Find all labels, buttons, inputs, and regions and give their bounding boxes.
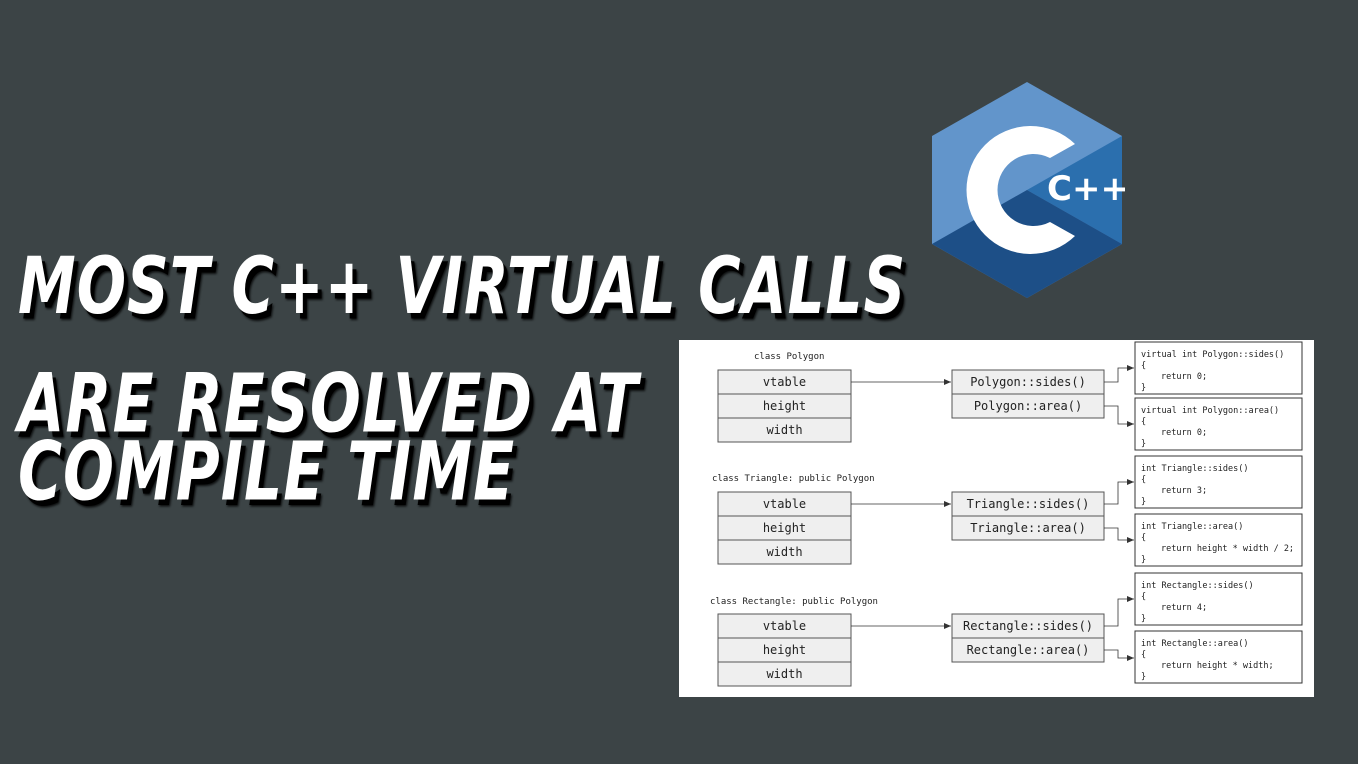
logo-c-letter [966, 126, 1075, 254]
vtable-diagram-svg: class Polygon vtable height width Polygo… [710, 341, 1303, 687]
vtable-diagram: class Polygon vtable height width Polygo… [679, 340, 1314, 697]
impl-arrow [1104, 405, 1134, 427]
impl-close: } [1141, 383, 1146, 393]
impl-open: { [1141, 417, 1146, 427]
impl-close: } [1141, 555, 1146, 565]
impl-body: return 0; [1161, 428, 1207, 438]
impl-sig: virtual int Polygon::sides() [1141, 350, 1284, 360]
class-title: class Triangle: public Polygon [712, 474, 875, 484]
impl-open: { [1141, 475, 1146, 485]
class-triangle: class Triangle: public Polygon vtable he… [712, 455, 1303, 567]
class-polygon: class Polygon vtable height width Polygo… [717, 341, 1303, 451]
method-box [951, 515, 1105, 541]
method-area: Triangle::area() [970, 521, 1086, 535]
impl-open: { [1141, 592, 1146, 602]
field-width: width [766, 667, 802, 681]
method-sides: Rectangle::sides() [963, 619, 1093, 633]
field-box [717, 539, 852, 565]
impl-close: } [1141, 672, 1146, 682]
logo-plus-text: C++ [1047, 169, 1125, 209]
impl-open: { [1141, 650, 1146, 660]
impl-close: } [1141, 497, 1146, 507]
impl-box [1134, 397, 1303, 451]
field-height: height [763, 643, 806, 657]
impl-arrow [1104, 649, 1134, 661]
impl-sig: int Rectangle::sides() [1141, 581, 1254, 591]
class-rectangle: class Rectangle: public Polygon vtable h… [710, 572, 1303, 687]
impl-body: return height * width / 2; [1161, 544, 1294, 554]
impl-sig: int Rectangle::area() [1141, 639, 1248, 649]
impl-arrow [1104, 596, 1134, 627]
field-height: height [763, 521, 806, 535]
impl-body: return 0; [1161, 372, 1207, 382]
impl-box [1134, 513, 1303, 567]
impl-sig: int Triangle::area() [1141, 522, 1243, 532]
impl-arrow [1104, 365, 1134, 383]
field-box [717, 491, 852, 517]
method-box [951, 637, 1105, 663]
method-sides: Polygon::sides() [970, 375, 1086, 389]
impl-body: return height * width; [1161, 661, 1274, 671]
impl-box [1134, 630, 1303, 684]
impl-box [1134, 341, 1303, 395]
cpp-logo: C++ [929, 82, 1129, 298]
field-box [717, 417, 852, 443]
headline-line-1: Most C++ virtual calls [18, 240, 907, 333]
impl-sig: int Triangle::sides() [1141, 464, 1248, 474]
field-vtable: vtable [763, 619, 806, 633]
impl-body: return 4; [1161, 603, 1207, 613]
method-area: Rectangle::area() [967, 643, 1090, 657]
field-width: width [766, 423, 802, 437]
headline-line-3: compile time [18, 425, 516, 520]
method-box [951, 393, 1105, 419]
impl-body: return 3; [1161, 486, 1207, 496]
field-height: height [763, 399, 806, 413]
field-box [717, 515, 852, 541]
impl-close: } [1141, 439, 1146, 449]
field-width: width [766, 545, 802, 559]
impl-open: { [1141, 533, 1146, 543]
impl-arrow [1104, 527, 1134, 543]
field-box [717, 613, 852, 639]
impl-box [1134, 572, 1303, 626]
impl-open: { [1141, 361, 1146, 371]
headline-line-2: are resolved at [18, 357, 639, 452]
class-title: class Rectangle: public Polygon [710, 597, 878, 607]
method-area: Polygon::area() [974, 399, 1082, 413]
field-box [717, 661, 852, 687]
method-sides: Triangle::sides() [967, 497, 1090, 511]
class-title: class Polygon [754, 352, 824, 362]
logo-hex-right [1027, 136, 1122, 244]
impl-close: } [1141, 614, 1146, 624]
impl-arrow [1104, 479, 1134, 505]
cpp-logo-icon: C++ [932, 82, 1129, 298]
field-vtable: vtable [763, 375, 806, 389]
impl-box [1134, 455, 1303, 509]
field-box [717, 369, 852, 395]
impl-sig: virtual int Polygon::area() [1141, 406, 1279, 416]
field-vtable: vtable [763, 497, 806, 511]
